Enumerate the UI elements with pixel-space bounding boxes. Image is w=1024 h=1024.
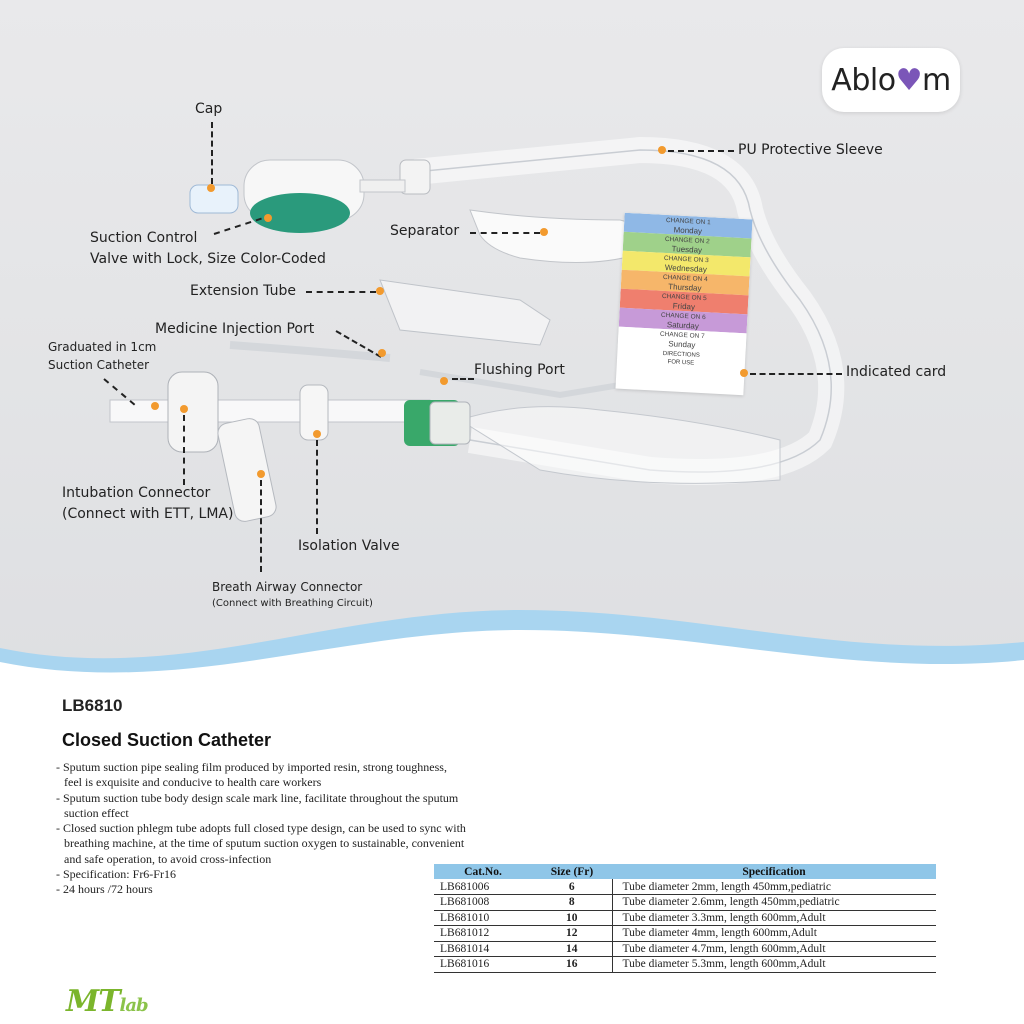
table-row: LB681012 12 Tube diameter 4mm, length 60…	[434, 925, 936, 942]
leader-line	[306, 291, 376, 293]
leader-line	[750, 373, 842, 375]
sleeve-bag	[458, 406, 781, 484]
table-row: LB681014 14 Tube diameter 4.7mm, length …	[434, 941, 936, 957]
leader-line	[668, 150, 734, 152]
cat-no-cell: LB681016	[434, 956, 532, 973]
label-indicated-card: Indicated card	[846, 364, 947, 380]
feature-line: feel is exquisite and conducive to healt…	[64, 775, 322, 790]
marker-dot	[440, 377, 448, 385]
leader-line	[316, 440, 318, 534]
spec-cell: Tube diameter 2mm, length 450mm,pediatri…	[612, 879, 936, 895]
leader-line	[470, 232, 540, 234]
size-cell: 10	[532, 910, 613, 926]
label-suction-control: Suction Control	[90, 230, 198, 246]
abloom-logo: Ablo♥m	[822, 48, 960, 112]
marker-dot	[207, 184, 215, 192]
table-row: LB681010 10 Tube diameter 3.3mm, length …	[434, 910, 936, 926]
label-separator: Separator	[390, 223, 460, 239]
spec-table: Cat.No. Size (Fr) Specification LB681006…	[434, 864, 936, 973]
spec-cell: Tube diameter 4.7mm, length 600mm,Adult	[612, 941, 936, 957]
column-header: Cat.No.	[434, 864, 532, 879]
spec-cell: Tube diameter 5.3mm, length 600mm,Adult	[612, 956, 936, 973]
model-number: LB6810	[62, 696, 123, 715]
cat-no-cell: LB681010	[434, 910, 532, 926]
marker-dot	[180, 405, 188, 413]
marker-dot	[313, 430, 321, 438]
isolation-valve-part	[299, 384, 329, 441]
table-header-row: Cat.No. Size (Fr) Specification	[434, 864, 936, 879]
logo-text: Ablo♥m	[831, 62, 951, 98]
feature-line: and safe operation, to avoid cross-infec…	[64, 851, 272, 866]
spec-cell: Tube diameter 4mm, length 600mm,Adult	[612, 925, 936, 942]
marker-dot	[658, 146, 666, 154]
marker-dot	[264, 214, 272, 222]
cat-no-cell: LB681012	[434, 925, 532, 942]
table-row: LB681006 6 Tube diameter 2mm, length 450…	[434, 879, 936, 895]
label-suction-control-detail: Valve with Lock, Size Color-Coded	[90, 251, 326, 267]
label-graduated: Graduated in 1cm	[48, 340, 157, 354]
cat-no-cell: LB681008	[434, 894, 532, 911]
extension-tube-part	[379, 279, 551, 346]
valve-color-code	[250, 193, 350, 233]
feature-line: - Sputum suction tube body design scale …	[56, 790, 459, 805]
leader-line	[260, 480, 262, 572]
marker-dot	[376, 287, 384, 295]
label-medicine-port: Medicine Injection Port	[155, 321, 315, 337]
feature-line: - 24 hours /72 hours	[56, 882, 153, 897]
cat-no-cell: LB681014	[434, 941, 532, 957]
label-pu-sleeve: PU Protective Sleeve	[738, 142, 883, 158]
size-cell: 6	[532, 879, 613, 895]
size-cell: 12	[532, 925, 613, 942]
label-extension-tube: Extension Tube	[190, 283, 296, 299]
feature-line: breathing machine, at the time of sputum…	[64, 836, 465, 851]
label-isolation-valve: Isolation Valve	[298, 538, 400, 554]
column-header: Specification	[612, 864, 936, 879]
intubation-connector-part	[167, 371, 219, 453]
table-row: LB681016 16 Tube diameter 5.3mm, length …	[434, 956, 936, 973]
marker-dot	[540, 228, 548, 236]
spec-cell: Tube diameter 2.6mm, length 450mm,pediat…	[612, 894, 936, 911]
size-cell: 16	[532, 956, 613, 973]
marker-dot	[740, 369, 748, 377]
spec-cell: Tube diameter 3.3mm, length 600mm,Adult	[612, 910, 936, 926]
label-cap: Cap	[195, 101, 223, 117]
size-cell: 14	[532, 941, 613, 957]
label-intubation-detail: (Connect with ETT, LMA)	[62, 506, 234, 522]
cat-no-cell: LB681006	[434, 879, 532, 895]
heart-icon: ♥	[895, 62, 923, 98]
marker-dot	[378, 349, 386, 357]
table-row: LB681008 8 Tube diameter 2.6mm, length 4…	[434, 894, 936, 911]
label-flushing-port: Flushing Port	[474, 362, 565, 378]
column-header: Size (Fr)	[532, 864, 612, 879]
feature-line: - Specification: Fr6-Fr16	[56, 867, 176, 882]
feature-line: - Sputum suction pipe sealing film produ…	[56, 760, 447, 774]
label-breath-detail: (Connect with Breathing Circuit)	[212, 598, 373, 609]
label-graduated-detail: Suction Catheter	[48, 358, 150, 372]
feature-line: suction effect	[64, 805, 129, 820]
marker-dot	[151, 402, 159, 410]
feature-line: - Closed suction phlegm tube adopts full…	[56, 821, 466, 836]
catheter-illustration	[109, 149, 832, 522]
wave-divider	[0, 610, 1024, 700]
label-intubation-connector: Intubation Connector	[62, 485, 211, 501]
feature-list: - Sputum suction pipe sealing film produ…	[56, 760, 576, 898]
marker-dot	[257, 470, 265, 478]
mtlab-logo: MTlab	[66, 984, 149, 1019]
leader-line	[452, 378, 474, 380]
leader-line	[211, 122, 213, 184]
size-cell: 8	[532, 894, 613, 911]
leader-line	[183, 415, 185, 485]
label-breath-connector: Breath Airway Connector	[212, 580, 363, 594]
product-title: Closed Suction Catheter	[62, 730, 272, 750]
